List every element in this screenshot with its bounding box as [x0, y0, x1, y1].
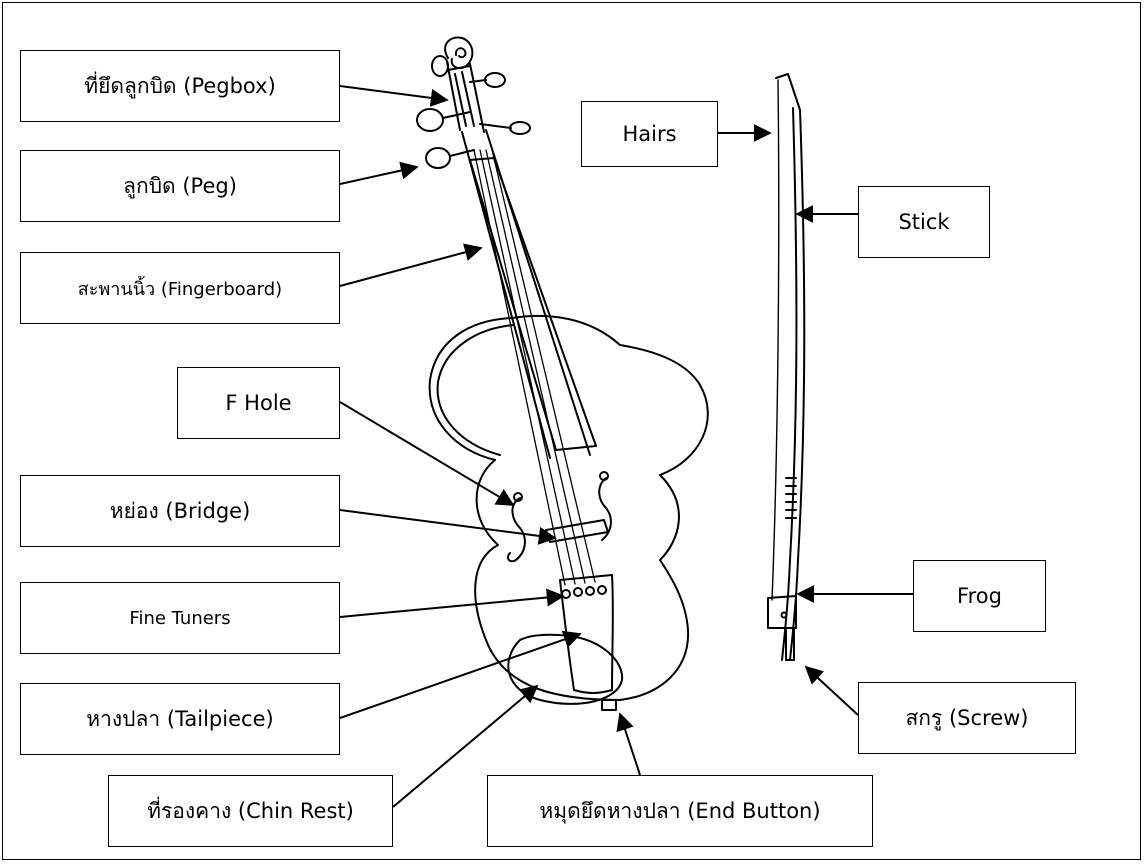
tailpiece-shape [559, 574, 614, 694]
f-hole-left [506, 497, 526, 563]
label-pegbox: ที่ยึดลูกบิด (Pegbox) [20, 50, 340, 122]
f-hole-right [598, 477, 612, 541]
pegbox-outline [446, 61, 485, 133]
pegbox-slot [454, 71, 475, 127]
arrow-end-button [616, 712, 641, 776]
label-fine-tuners: Fine Tuners [20, 582, 340, 654]
bow-stick [789, 109, 806, 661]
fingerboard-outline [469, 157, 597, 451]
bow-grip [785, 477, 797, 519]
fine-tuner-icons [561, 585, 607, 599]
label-fingerboard: สะพานนิ้ว (Fingerboard) [20, 252, 340, 324]
label-chin-rest: ที่รองคาง (Chin Rest) [108, 775, 393, 847]
scroll-inner [454, 47, 467, 59]
label-bridge: หย่อง (Bridge) [20, 475, 340, 547]
arrow-chin-rest [392, 684, 539, 808]
peg-icons [416, 55, 531, 169]
label-f-hole: F Hole [177, 367, 340, 439]
strings [473, 149, 596, 586]
violin-body [428, 314, 709, 701]
bow-stick-edge [781, 107, 798, 661]
arrow-tailpiece [339, 630, 582, 719]
arrow-pegbox [339, 85, 449, 107]
arrow-f-hole [339, 401, 515, 506]
violin-drawing [416, 36, 709, 711]
bow-tip [775, 73, 801, 111]
chin-rest-shape [507, 633, 624, 705]
bow-drawing [767, 73, 806, 661]
bow-screw [785, 627, 795, 661]
arrow-fingerboard [339, 243, 483, 287]
label-frog: Frog [913, 560, 1046, 632]
arrow-fine-tuners [339, 588, 565, 618]
bow-hairs [771, 79, 780, 601]
label-end-button: หมุดยึดหางปลา (End Button) [487, 775, 873, 847]
end-button-shape [601, 699, 617, 711]
scroll-outline [444, 36, 474, 69]
label-screw: สกรู (Screw) [858, 682, 1076, 754]
label-tailpiece: หางปลา (Tailpiece) [20, 683, 340, 755]
label-peg: ลูกบิด (Peg) [20, 150, 340, 222]
arrow-peg [339, 161, 419, 185]
violin-body-edge [436, 324, 515, 456]
label-stick: Stick [858, 186, 990, 258]
arrow-screw [804, 665, 859, 716]
arrow-bridge [339, 509, 557, 545]
label-hairs: Hairs [581, 101, 718, 167]
bow-frog [767, 595, 797, 629]
